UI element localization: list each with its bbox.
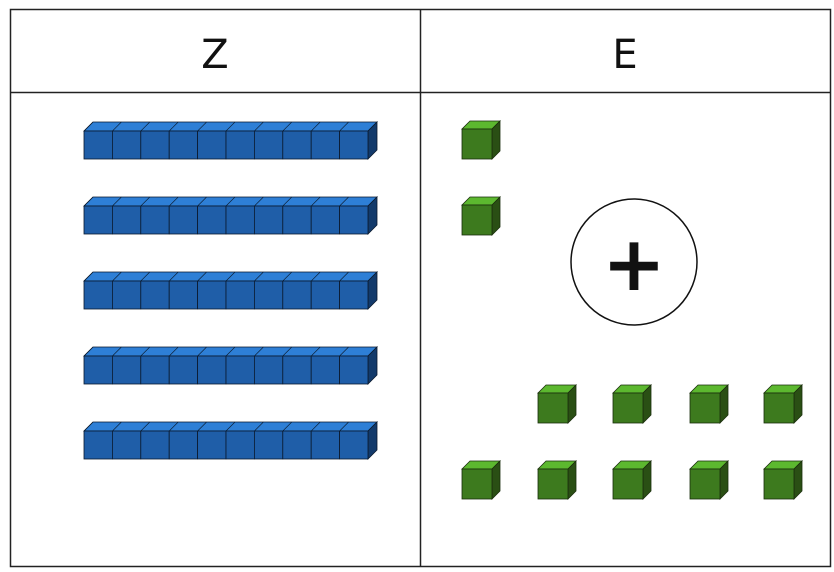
- tens-rods: [83, 121, 378, 460]
- tens-rod: [83, 196, 378, 235]
- ones-cube: [461, 460, 501, 500]
- plus-operator: +: [570, 198, 698, 326]
- ones-cube: [689, 460, 729, 500]
- ones-cube: [537, 384, 577, 424]
- header-tens: Z: [201, 32, 228, 78]
- ones-cubes: [461, 120, 803, 500]
- ones-cube: [763, 384, 803, 424]
- ones-cube: [612, 384, 652, 424]
- header-ones: E: [612, 32, 637, 78]
- plus-sign: +: [602, 219, 666, 308]
- ones-cube: [461, 196, 501, 236]
- ones-cube: [461, 120, 501, 160]
- ones-cube: [689, 384, 729, 424]
- ones-cube: [763, 460, 803, 500]
- ones-cube: [537, 460, 577, 500]
- ones-cube: [612, 460, 652, 500]
- tens-rod: [83, 271, 378, 310]
- tens-rod: [83, 346, 378, 385]
- tens-rod: [83, 421, 378, 460]
- tens-rod: [83, 121, 378, 160]
- table-grid: [9, 8, 832, 568]
- operator-circle: [570, 198, 698, 326]
